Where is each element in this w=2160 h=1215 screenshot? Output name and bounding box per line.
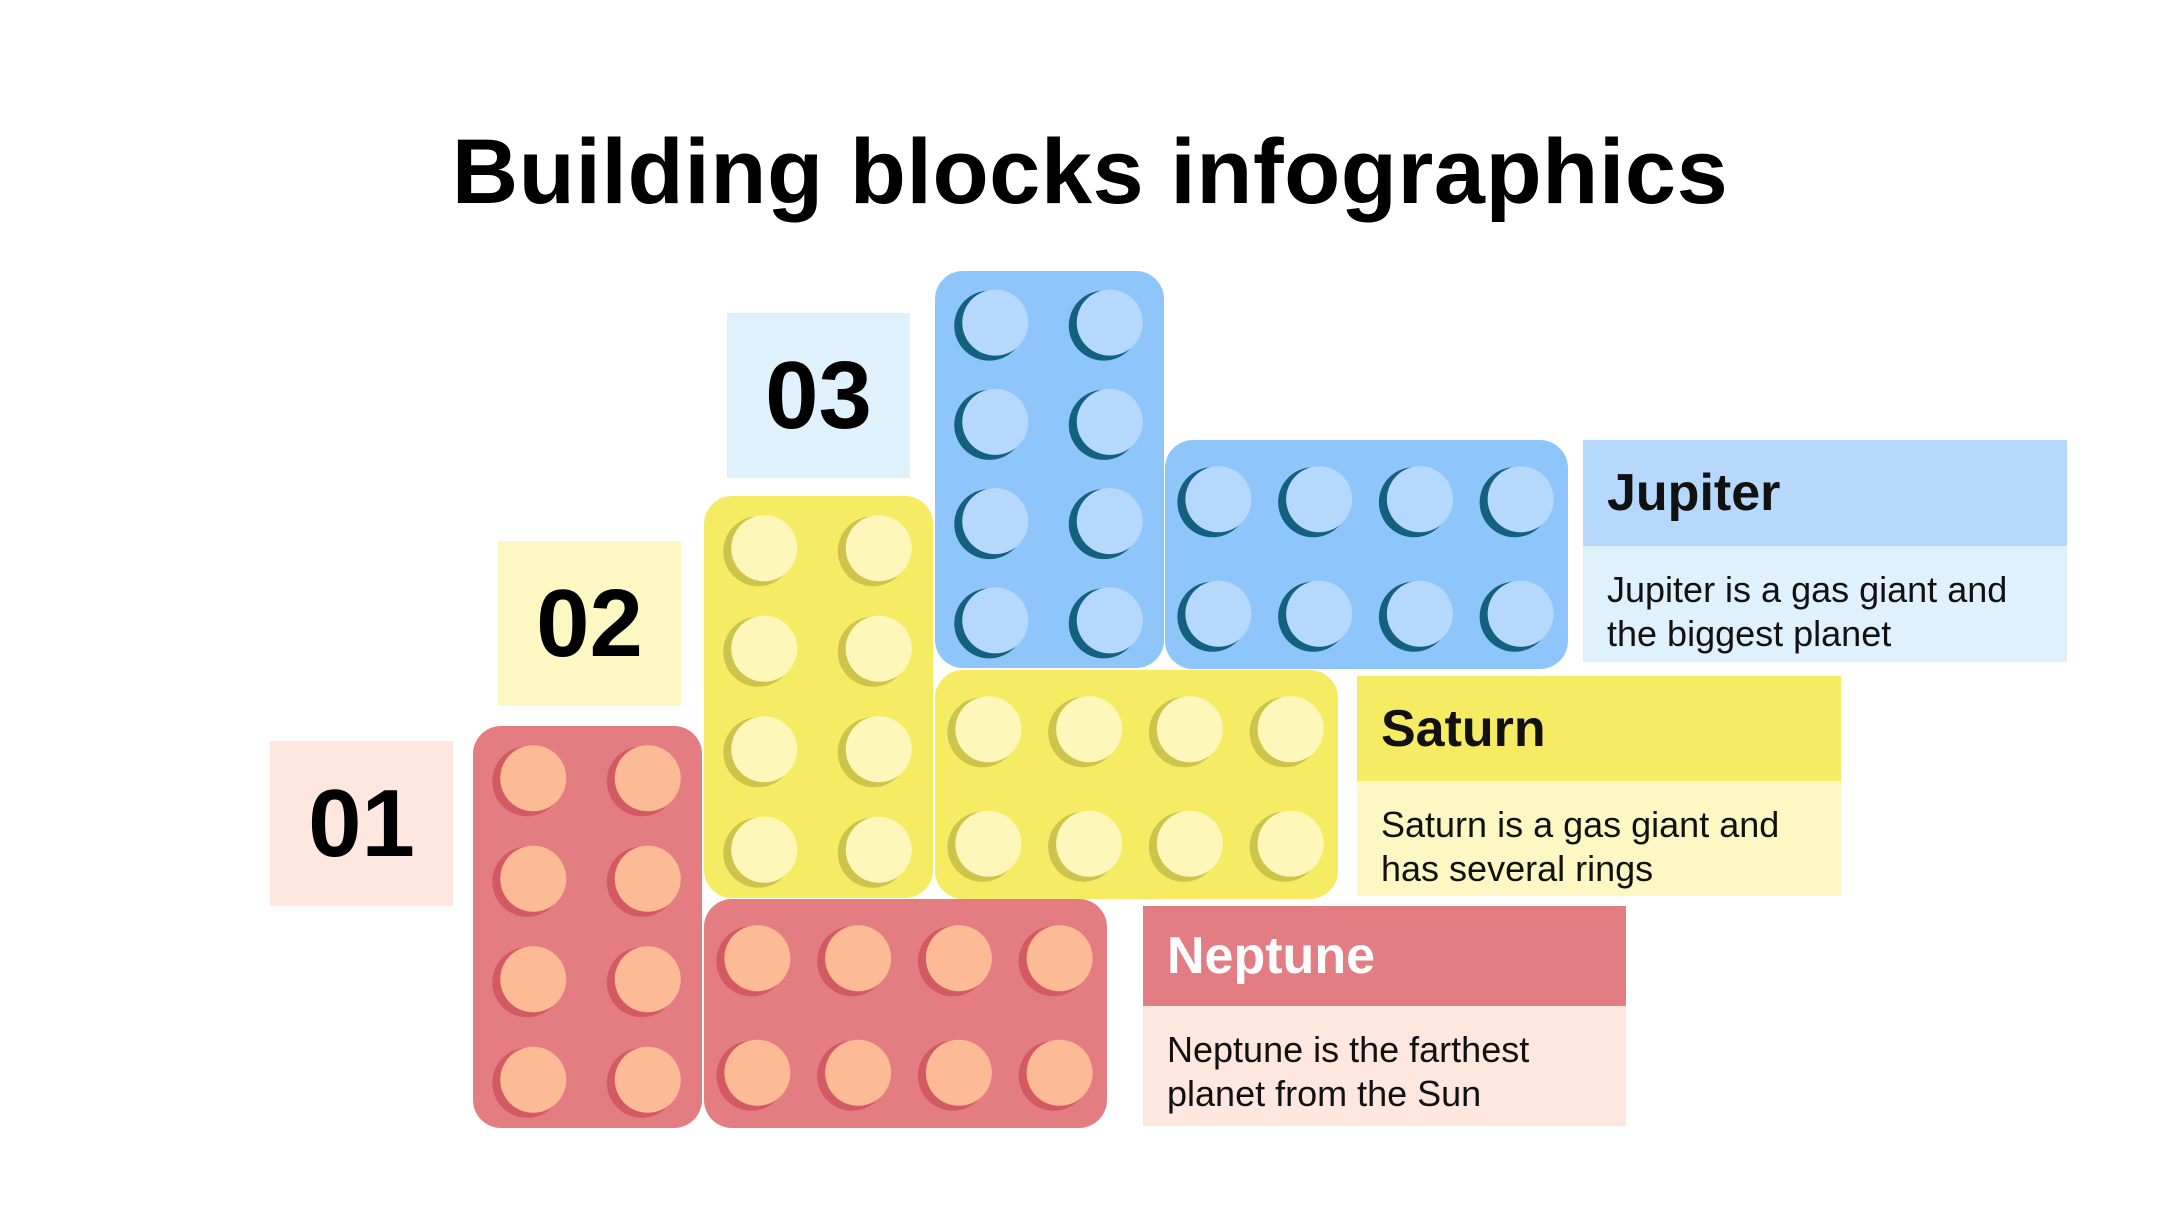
brick-yellow-vertical [704, 496, 933, 898]
brick-red-horizontal-stud [1026, 1039, 1093, 1106]
brick-yellow-horizontal-stud [1056, 696, 1123, 763]
brick-blue-horizontal [1165, 440, 1568, 669]
brick-yellow-horizontal-stud [1257, 696, 1324, 763]
step-number-03: 03 [727, 313, 910, 478]
brick-red-vertical-stud [500, 1046, 567, 1113]
step-number-01-text: 01 [308, 769, 415, 877]
card-neptune-body: Neptune is the farthest planet from the … [1143, 1006, 1626, 1126]
brick-yellow-vertical-body [704, 496, 933, 898]
brick-blue-horizontal-stud [1386, 466, 1453, 533]
brick-blue-horizontal-stud [1286, 580, 1353, 647]
brick-red-vertical [473, 726, 702, 1128]
step-number-03-text: 03 [765, 341, 872, 449]
brick-red-vertical-stud [614, 1046, 681, 1113]
card-neptune-header: Neptune [1143, 906, 1626, 1006]
brick-blue-vertical-stud [1076, 587, 1143, 654]
step-number-02-text: 02 [536, 569, 643, 677]
brick-blue-vertical-body [935, 271, 1164, 668]
card-neptune-title: Neptune [1167, 927, 1375, 985]
brick-blue-horizontal-stud [1286, 466, 1353, 533]
brick-red-horizontal-stud [1026, 925, 1093, 992]
brick-yellow-vertical-stud [845, 816, 912, 883]
brick-blue-vertical-stud [1076, 289, 1143, 356]
card-neptune-description: Neptune is the farthest planet from the … [1167, 1029, 1530, 1114]
brick-red-horizontal-stud [825, 1039, 892, 1106]
brick-red-horizontal-stud [724, 1039, 791, 1106]
brick-blue-vertical-stud [962, 488, 1029, 555]
brick-yellow-horizontal-stud [955, 696, 1022, 763]
brick-yellow-vertical-stud [845, 515, 912, 582]
brick-red-vertical-stud [614, 845, 681, 912]
brick-blue-vertical-stud [962, 388, 1029, 455]
brick-blue-horizontal-stud [1185, 580, 1252, 647]
brick-blue-horizontal-stud [1386, 580, 1453, 647]
brick-yellow-horizontal-stud [1257, 810, 1324, 877]
brick-red-horizontal-stud [925, 925, 992, 992]
card-saturn: Saturn Saturn is a gas giant and has sev… [1357, 676, 1841, 896]
brick-yellow-horizontal-body [935, 670, 1338, 899]
brick-red-vertical-stud [500, 745, 567, 812]
brick-yellow-vertical-stud [731, 515, 798, 582]
step-number-01: 01 [270, 741, 453, 906]
card-saturn-description: Saturn is a gas giant and has several ri… [1381, 804, 1780, 889]
step-number-02: 02 [498, 541, 681, 706]
brick-blue-vertical-stud [1076, 488, 1143, 555]
card-jupiter-header: Jupiter [1583, 440, 2067, 546]
card-jupiter-title: Jupiter [1607, 464, 1781, 522]
brick-red-horizontal-stud [925, 1039, 992, 1106]
brick-yellow-horizontal-stud [1056, 810, 1123, 877]
brick-blue-horizontal-stud [1185, 466, 1252, 533]
brick-blue-vertical-stud [962, 587, 1029, 654]
brick-blue-vertical-stud [1076, 388, 1143, 455]
brick-blue-vertical [935, 271, 1164, 668]
brick-blue-horizontal-stud [1487, 580, 1554, 647]
card-saturn-title: Saturn [1381, 699, 1546, 758]
brick-red-vertical-body [473, 726, 702, 1128]
page-title: Building blocks infographics [451, 121, 1729, 223]
card-jupiter: Jupiter Jupiter is a gas giant and the b… [1583, 440, 2067, 662]
brick-blue-vertical-stud [962, 289, 1029, 356]
brick-red-horizontal-body [704, 899, 1107, 1128]
brick-yellow-vertical-stud [731, 716, 798, 783]
brick-blue-horizontal-body [1165, 440, 1568, 669]
brick-yellow-vertical-stud [845, 615, 912, 682]
card-saturn-header: Saturn [1357, 676, 1841, 781]
card-jupiter-body: Jupiter is a gas giant and the biggest p… [1583, 546, 2067, 662]
brick-blue-horizontal-stud [1487, 466, 1554, 533]
brick-yellow-vertical-stud [731, 615, 798, 682]
brick-red-vertical-stud [500, 845, 567, 912]
card-jupiter-description: Jupiter is a gas giant and the biggest p… [1607, 569, 2008, 654]
brick-red-vertical-stud [614, 745, 681, 812]
brick-yellow-horizontal-stud [955, 810, 1022, 877]
card-saturn-body: Saturn is a gas giant and has several ri… [1357, 781, 1841, 896]
brick-red-horizontal-stud [724, 925, 791, 992]
brick-red-vertical-stud [500, 946, 567, 1013]
brick-yellow-horizontal [935, 670, 1338, 899]
brick-red-vertical-stud [614, 946, 681, 1013]
brick-red-horizontal-stud [825, 925, 892, 992]
brick-yellow-vertical-stud [845, 716, 912, 783]
brick-yellow-horizontal-stud [1156, 696, 1223, 763]
brick-red-horizontal [704, 899, 1107, 1128]
brick-yellow-horizontal-stud [1156, 810, 1223, 877]
card-neptune: Neptune Neptune is the farthest planet f… [1143, 906, 1626, 1126]
brick-yellow-vertical-stud [731, 816, 798, 883]
